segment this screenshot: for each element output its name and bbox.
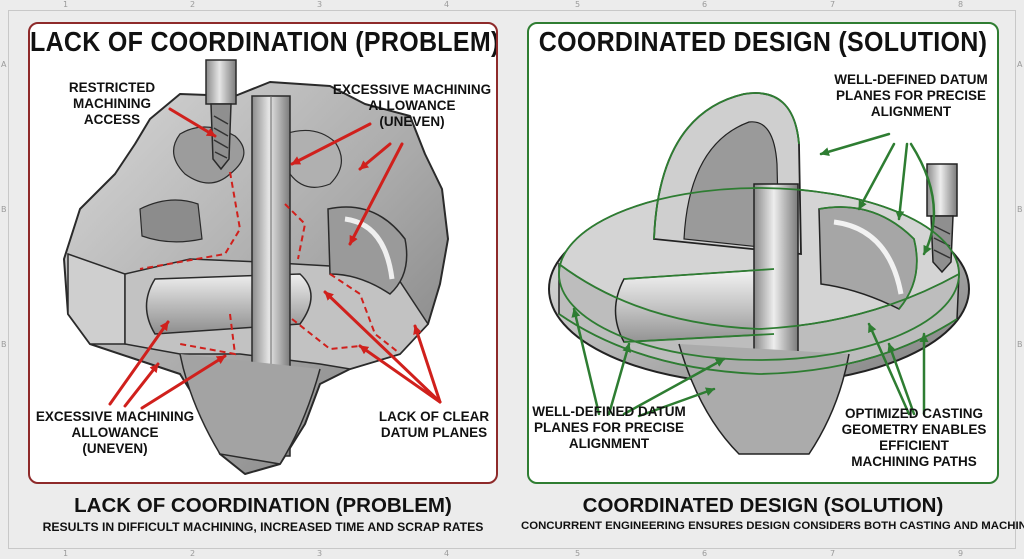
callout-datum-planes-top: WELL-DEFINED DATUM PLANES FOR PRECISE AL… bbox=[834, 72, 988, 119]
frame-right-line bbox=[1015, 10, 1016, 549]
solution-caption-subtitle: CONCURRENT ENGINEERING ENSURES DESIGN CO… bbox=[521, 520, 1024, 532]
grid-letter-left: B bbox=[1, 340, 7, 349]
callout-restricted-machining-access: RESTRICTED MACHINING ACCESS bbox=[68, 80, 156, 127]
grid-number-bottom: 3 bbox=[317, 549, 323, 558]
problem-panel-title: LACK OF COORDINATION (PROBLEM) bbox=[30, 26, 498, 58]
solution-panel-title: COORDINATED DESIGN (SOLUTION) bbox=[538, 26, 988, 58]
problem-caption-title: LACK OF COORDINATION (PROBLEM) bbox=[74, 494, 452, 517]
grid-number-bottom: 9 bbox=[958, 549, 964, 558]
problem-caption-subtitle: RESULTS IN DIFFICULT MACHINING, INCREASE… bbox=[42, 520, 484, 534]
grid-number-bottom: 4 bbox=[444, 549, 450, 558]
problem-casting-illustration bbox=[63, 59, 449, 475]
grid-number-top: 3 bbox=[317, 0, 323, 9]
callout-excessive-allowance-top: EXCESSIVE MACHINING ALLOWANCE (UNEVEN) bbox=[332, 82, 492, 129]
grid-number-top: 1 bbox=[63, 0, 69, 9]
grid-letter-left: A bbox=[1, 60, 7, 69]
grid-number-bottom: 6 bbox=[702, 549, 708, 558]
grid-letter-right: B bbox=[1017, 205, 1023, 214]
grid-letter-right: B bbox=[1017, 340, 1023, 349]
grid-number-top: 4 bbox=[444, 0, 450, 9]
solution-caption-title: COORDINATED DESIGN (SOLUTION) bbox=[582, 494, 944, 517]
callout-excessive-allowance-bottom: EXCESSIVE MACHINING ALLOWANCE (UNEVEN) bbox=[35, 409, 195, 456]
solution-panel: COORDINATED DESIGN (SOLUTION) bbox=[527, 22, 999, 484]
callout-datum-planes-bottom: WELL-DEFINED DATUM PLANES FOR PRECISE AL… bbox=[532, 404, 686, 451]
frame-left-line bbox=[8, 10, 9, 549]
grid-number-top: 5 bbox=[575, 0, 581, 9]
problem-panel: LACK OF COORDINATION (PROBLEM) bbox=[28, 22, 498, 484]
grid-number-top: 2 bbox=[190, 0, 196, 9]
frame-bottom-line bbox=[8, 548, 1016, 549]
grid-number-bottom: 1 bbox=[63, 549, 69, 558]
grid-number-top: 6 bbox=[702, 0, 708, 9]
frame-top-line bbox=[8, 10, 1016, 11]
callout-optimized-casting-geometry: OPTIMIZED CASTING GEOMETRY ENABLES EFFIC… bbox=[841, 406, 987, 469]
grid-letter-left: B bbox=[1, 205, 7, 214]
grid-number-bottom: 5 bbox=[575, 549, 581, 558]
solution-casting-illustration bbox=[548, 92, 970, 455]
grid-number-bottom: 2 bbox=[190, 549, 196, 558]
grid-number-top: 8 bbox=[958, 0, 964, 9]
grid-letter-right: A bbox=[1017, 60, 1023, 69]
callout-lack-of-datum-planes: LACK OF CLEAR DATUM PLANES bbox=[378, 409, 490, 440]
grid-number-top: 7 bbox=[830, 0, 836, 9]
grid-number-bottom: 7 bbox=[830, 549, 836, 558]
